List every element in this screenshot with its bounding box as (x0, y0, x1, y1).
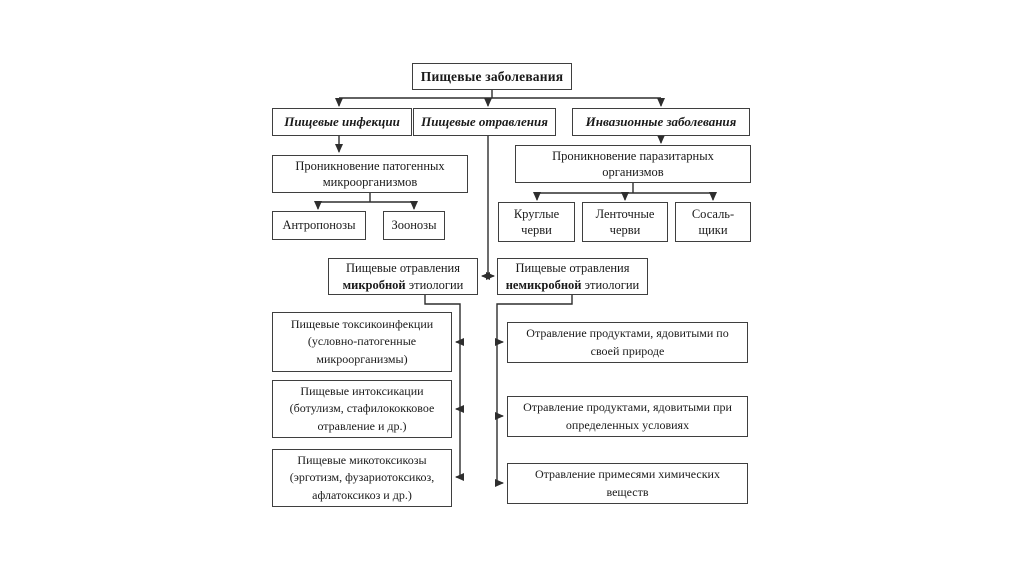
node-label: Инвазионные заболевания (585, 113, 737, 129)
node-poisonous-under-conditions: Отравление продуктами, ядовитыми при опр… (507, 396, 748, 437)
node-food-intoxications: Пищевые интоксикации (ботулизм, стафилок… (272, 380, 452, 438)
node-zoonoses: Зоонозы (383, 211, 445, 240)
connector-parasitic-bus (537, 183, 713, 194)
node-microbial-etiology: Пищевые отравления микробной этиологии (328, 258, 478, 295)
connector-nonmicrobial-trunk (496, 294, 573, 483)
node-label: Круглые черви (513, 206, 560, 237)
node-food-poisonings: Пищевые отравления (413, 108, 556, 136)
node-chemical-impurities: Отравление примесями химических веществ (507, 463, 748, 504)
node-label: Пищевые отравления немикробной этиологии (505, 261, 640, 292)
node-label: Отравление примесями химических веществ (535, 467, 720, 499)
node-label: Пищевые заболевания (420, 68, 564, 84)
node-label: Отравление продуктами, ядовитыми при опр… (523, 400, 732, 432)
node-mycotoxicoses: Пищевые микотоксикозы (эрготизм, фузарио… (272, 449, 452, 507)
node-invasive-diseases: Инвазионные заболевания (572, 108, 750, 136)
node-flukes: Сосаль- щики (675, 202, 751, 242)
connector-microbial-trunk (424, 294, 461, 477)
node-label: Пищевые инфекции (284, 113, 400, 129)
node-label: Антропонозы (282, 218, 356, 233)
node-label: Ленточные черви (595, 206, 655, 237)
node-tapeworms: Ленточные черви (582, 202, 668, 242)
node-food-diseases: Пищевые заболевания (412, 63, 572, 90)
node-label: Зоонозы (391, 218, 437, 233)
node-label: Отравление продуктами, ядовитыми по свое… (526, 326, 729, 358)
node-pathogenic-microorganisms: Проникновение патогенных микроорганизмов (272, 155, 468, 193)
node-label: Пищевые токсикоинфекции (условно-патоген… (290, 316, 434, 366)
node-label: Пищевые интоксикации (ботулизм, стафилок… (289, 383, 435, 433)
node-label: Проникновение паразитарных организмов (552, 148, 714, 179)
node-roundworms: Круглые черви (498, 202, 575, 242)
node-anthroponoses: Антропонозы (272, 211, 366, 240)
node-label: Пищевые отравления микробной этиологии (342, 261, 464, 292)
node-parasitic-organisms: Проникновение паразитарных организмов (515, 145, 751, 183)
node-nonmicrobial-etiology: Пищевые отравления немикробной этиологии (497, 258, 648, 295)
node-food-infections: Пищевые инфекции (272, 108, 412, 136)
connector-pathogenic-bus (318, 193, 414, 203)
node-poisonous-by-nature: Отравление продуктами, ядовитыми по свое… (507, 322, 748, 363)
node-label: Пищевые отравления (421, 113, 548, 129)
node-label: Пищевые микотоксикозы (эрготизм, фузарио… (289, 452, 435, 502)
node-label: Проникновение патогенных микроорганизмов (295, 158, 445, 189)
node-label: Сосаль- щики (691, 206, 735, 237)
node-toxicoinfections: Пищевые токсикоинфекции (условно-патоген… (272, 312, 452, 372)
